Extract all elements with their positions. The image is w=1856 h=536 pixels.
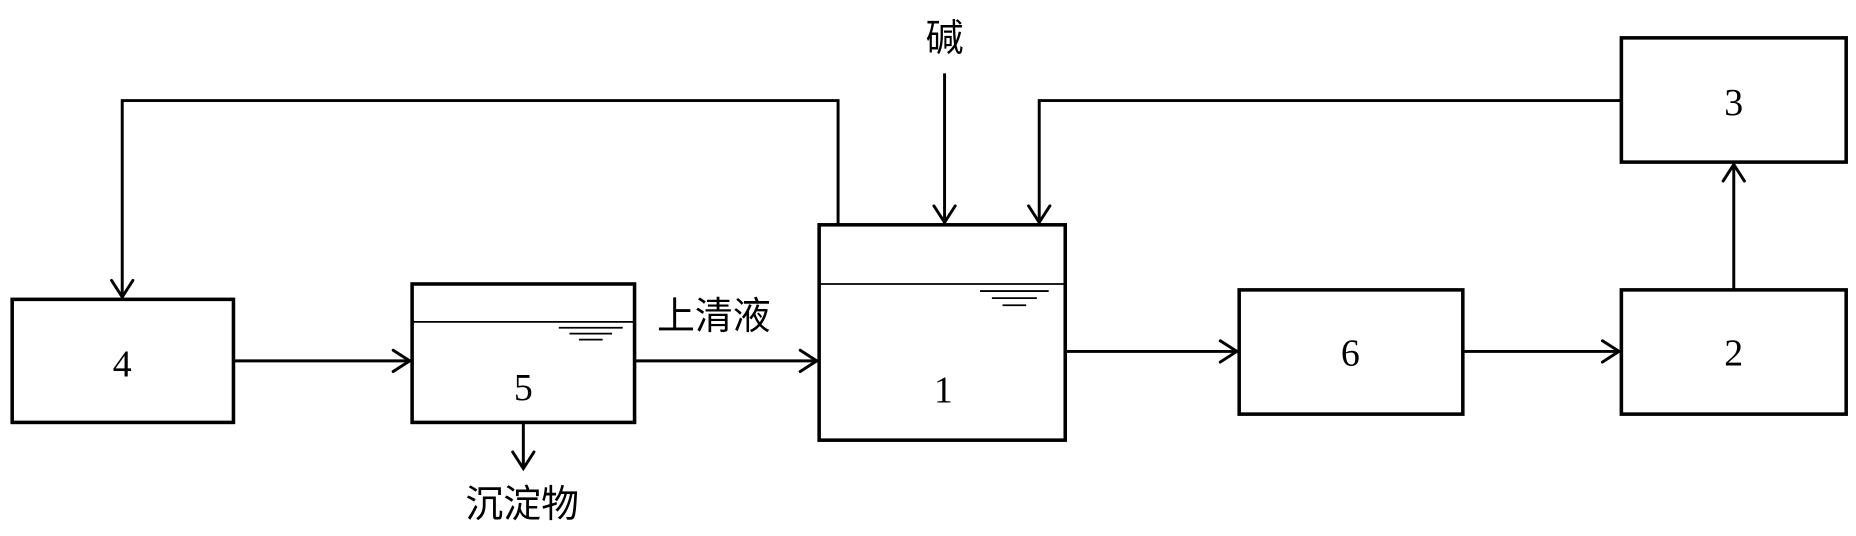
arrow-2-to-3 [1721,161,1746,290]
arrow-right-icon [798,348,820,374]
arrow-down-icon [932,204,957,226]
unit-4: 4 [10,297,236,425]
arrow-right-icon [1600,339,1622,364]
unit-6-label: 6 [1341,333,1360,375]
unit-4-label: 4 [113,343,132,385]
unit-5-water-symbol-icon [558,326,623,341]
unit-1-label: 1 [934,369,953,411]
unit-5-tank: 5 [410,282,637,425]
arrow-6-to-2 [1462,339,1622,364]
arrow-alkali-to-1 [932,73,957,226]
arrow-1-to-4 [110,99,840,300]
unit-1-water-symbol-icon [980,290,1049,307]
arrow-5-to-1 [634,348,820,374]
arrow-5-to-sediment [511,422,536,472]
arrow-4-to-5 [233,348,413,374]
unit-6: 6 [1237,288,1465,416]
unit-5-label: 5 [514,367,533,409]
sediment-label: 沉淀物 [465,482,579,526]
arrow-down-icon [1027,204,1052,226]
unit-2-label: 2 [1724,333,1743,375]
alkali-label: 碱 [926,16,964,60]
arrow-1-to-6 [1065,339,1240,364]
unit-1-tank: 1 [817,223,1068,442]
arrow-right-icon [1218,339,1240,364]
arrow-down-icon [511,450,536,472]
unit-2: 2 [1619,288,1848,416]
unit-3: 3 [1619,36,1848,164]
arrow-up-icon [1721,161,1746,183]
arrow-right-icon [391,348,413,374]
arrow-3-to-1 [1027,99,1622,226]
arrow-down-icon [110,278,135,300]
supernatant-label: 上清液 [657,294,771,338]
unit-1-box [817,223,1068,442]
unit-3-label: 3 [1724,82,1743,124]
